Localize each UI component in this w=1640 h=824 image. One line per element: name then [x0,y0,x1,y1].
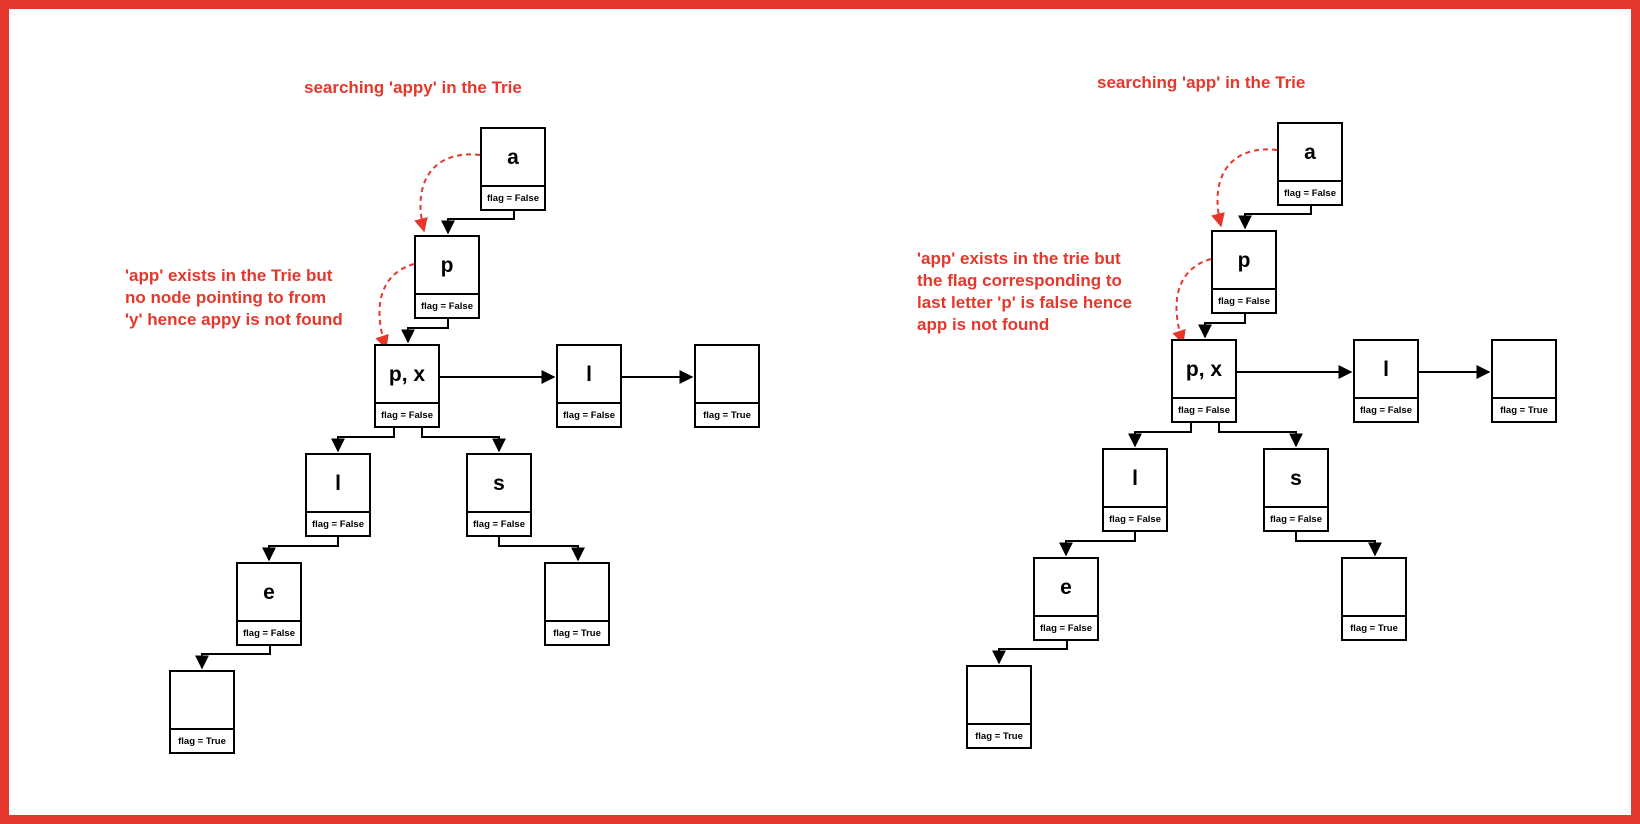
trie-node-l: l flag = False [1353,339,1419,423]
node-flag: flag = True [1343,615,1405,639]
node-flag: flag = True [968,723,1030,747]
edge-right-s-e2 [1295,528,1382,557]
node-letter [1343,559,1405,617]
node-letter: l [1383,358,1389,381]
node-flag: flag = False [307,511,369,535]
node-letter: l [1132,467,1138,490]
trie-node-end: flag = True [169,670,235,754]
node-flag: flag = False [1035,615,1097,639]
trie-node-end: flag = True [1341,557,1407,641]
trie-node-end: flag = True [966,665,1032,749]
node-flag: flag = False [482,185,544,209]
node-letter: s [493,472,505,495]
edge-left-px-s [421,424,506,453]
right-note-line: 'app' exists in the trie but [917,249,1121,268]
trie-node-l: l flag = False [556,344,622,428]
trie-node-end: flag = True [694,344,760,428]
node-flag: flag = False [1279,180,1341,204]
left-note-line: 'app' exists in the Trie but [125,266,333,285]
edge-left-a-p [441,207,515,235]
node-flag: flag = True [696,402,758,426]
node-letter [1493,341,1555,399]
node-flag: flag = False [416,293,478,317]
node-flag: flag = False [1213,288,1275,312]
node-flag: flag = False [1104,506,1166,530]
node-letter [171,672,233,730]
right-note-line: last letter 'p' is false hence [917,293,1133,312]
right-note-line: the flag corresponding to [917,271,1122,290]
edge-right-px-l2 [1128,419,1192,448]
node-flag: flag = False [238,620,300,644]
node-flag: flag = False [1265,506,1327,530]
search-path-right-a-p [1211,148,1278,228]
trie-node-end: flag = True [544,562,610,646]
trie-node-px: p, x flag = False [374,344,440,428]
edge-right-a-p [1238,202,1312,230]
left-note: 'app' exists in the Trie but no node poi… [125,265,343,331]
edge-right-p-px [1198,310,1246,339]
edge-right-e-e3 [992,636,1068,665]
node-flag: flag = True [546,620,608,644]
edge-left-s-e2 [498,533,585,562]
node-letter: p, x [1185,358,1223,381]
node-flag: flag = False [1355,397,1417,421]
node-flag: flag = True [171,728,233,752]
node-flag: flag = True [1493,397,1555,421]
trie-node-l: l flag = False [305,453,371,537]
trie-node-a: a flag = False [480,127,546,211]
node-letter [696,346,758,404]
trie-node-s: s flag = False [1263,448,1329,532]
node-letter: e [263,581,275,604]
node-letter: e [1060,576,1072,599]
node-letter [968,667,1030,725]
trie-node-end: flag = True [1491,339,1557,423]
trie-node-p: p flag = False [1211,230,1277,314]
search-path-left-p-px [375,263,415,350]
left-note-line: no node pointing to from [125,288,327,307]
node-flag: flag = False [376,402,438,426]
node-letter: l [335,472,341,495]
node-letter: p [1237,249,1251,272]
edge-left-px-l2 [331,424,395,453]
edge-right-px-s [1218,419,1303,448]
edge-left-p-px [401,315,449,344]
node-letter: a [507,146,519,169]
edge-left-l2-e [262,533,339,562]
right-note: 'app' exists in the trie but the flag co… [917,248,1132,336]
node-letter [546,564,608,622]
trie-node-px: p, x flag = False [1171,339,1237,423]
trie-node-e: e flag = False [236,562,302,646]
trie-node-p: p flag = False [414,235,480,319]
search-path-left-a-p [414,153,481,233]
trie-node-e: e flag = False [1033,557,1099,641]
trie-node-s: s flag = False [466,453,532,537]
edge-right-l2-e [1059,528,1136,557]
node-letter: l [586,363,592,386]
right-note-line: app is not found [917,315,1050,334]
node-letter: p [440,254,454,277]
search-path-right-p-px [1172,258,1212,345]
left-title: searching 'appy' in the Trie [304,78,522,97]
node-letter: p, x [388,363,426,386]
node-flag: flag = False [558,402,620,426]
node-flag: flag = False [468,511,530,535]
node-flag: flag = False [1173,397,1235,421]
node-letter: a [1304,141,1316,164]
node-letter: s [1290,467,1302,490]
edge-left-e-e3 [195,641,271,670]
trie-node-l: l flag = False [1102,448,1168,532]
right-title: searching 'app' in the Trie [1097,73,1306,92]
left-note-line: 'y' hence appy is not found [125,310,343,329]
trie-node-a: a flag = False [1277,122,1343,206]
